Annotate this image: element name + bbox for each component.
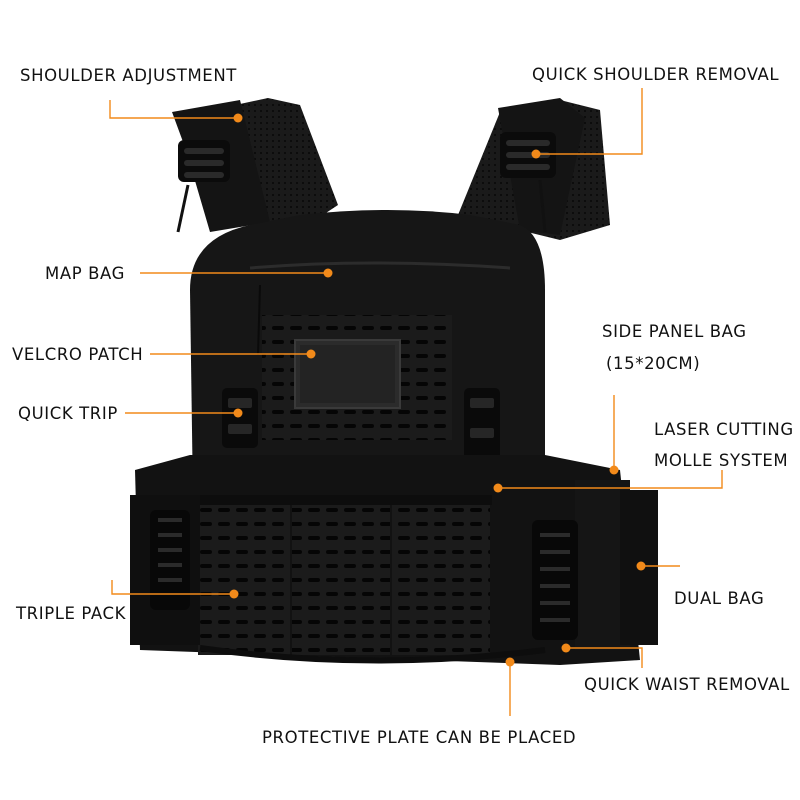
leader-quick-shoulder-removal-dot: [531, 149, 541, 159]
label-quick-shoulder-removal: QUICK SHOULDER REMOVAL: [532, 65, 780, 84]
leader-velcro-patch: [150, 349, 316, 359]
label-quick-trip: QUICK TRIP: [18, 404, 118, 423]
label-map-bag: MAP BAG: [45, 264, 126, 283]
label-molle-system: MOLLE SYSTEM: [654, 451, 789, 470]
leader-quick-shoulder-removal-line: [536, 88, 643, 155]
leader-side-panel-bag-dot: [609, 465, 619, 475]
leader-shoulder-adjustment-line: [109, 100, 238, 119]
leader-triple-pack: [111, 580, 239, 599]
leader-protective-plate: [505, 657, 515, 716]
leader-dual-bag-dot: [636, 561, 646, 571]
leader-laser-cutting-line: [498, 470, 723, 489]
leader-shoulder-adjustment-dot: [233, 113, 243, 123]
leader-quick-shoulder-removal: [531, 88, 643, 159]
leader-laser-cutting-dot: [493, 483, 503, 493]
leader-quick-waist-removal: [561, 643, 643, 668]
label-laser-cutting: LASER CUTTING: [654, 420, 794, 439]
leader-quick-waist-removal-line: [566, 647, 643, 668]
leader-map-bag-dot: [323, 268, 333, 278]
triple-pack-pouches: [196, 495, 492, 655]
label-dual-bag: DUAL BAG: [674, 589, 765, 608]
leader-triple-pack-dot: [229, 589, 239, 599]
label-side-panel-bag-size: (15*20CM): [606, 354, 701, 373]
right-waist-buckle: [532, 520, 578, 640]
leader-protective-plate-dot: [505, 657, 515, 667]
label-velcro-patch: VELCRO PATCH: [12, 345, 144, 364]
quick-trip-buckle-right: [464, 388, 500, 466]
leader-laser-cutting: [493, 470, 723, 493]
leader-quick-trip-dot: [233, 408, 243, 418]
leader-map-bag: [140, 268, 333, 278]
leader-triple-pack-line: [111, 580, 234, 595]
label-triple-pack: TRIPLE PACK: [16, 604, 127, 623]
leader-side-panel-bag: [609, 395, 619, 475]
label-shoulder-adjustment: SHOULDER ADJUSTMENT: [20, 66, 237, 85]
leader-quick-waist-removal-dot: [561, 643, 571, 653]
leader-velcro-patch-dot: [306, 349, 316, 359]
leader-quick-trip: [125, 408, 243, 418]
shoulder-buckle-left: [178, 140, 230, 182]
leader-dual-bag: [636, 561, 680, 571]
label-side-panel-bag: SIDE PANEL BAG: [602, 322, 747, 341]
quick-trip-buckle-left: [222, 388, 258, 448]
leader-shoulder-adjustment: [109, 100, 243, 123]
left-waist-buckle: [150, 510, 190, 610]
label-quick-waist-removal: QUICK WAIST REMOVAL: [584, 675, 790, 694]
label-protective-plate: PROTECTIVE PLATE CAN BE PLACED: [262, 728, 577, 747]
